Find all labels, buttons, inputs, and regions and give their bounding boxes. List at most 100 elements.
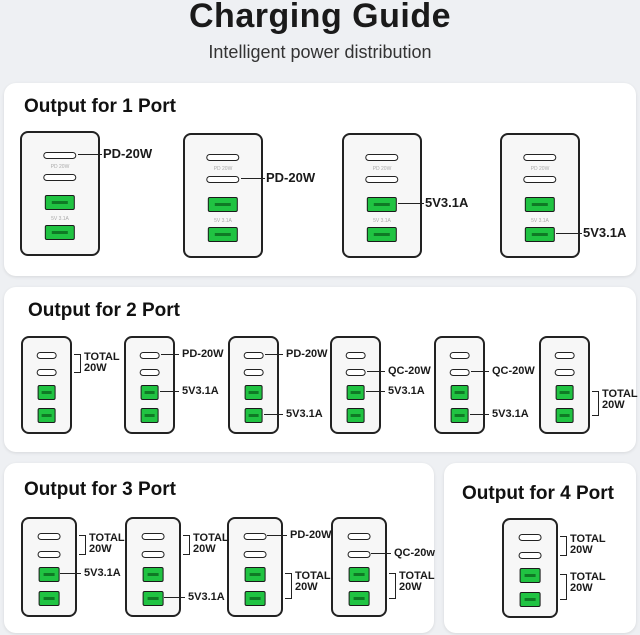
usb-c-port [345, 369, 366, 376]
panel-2-port: Output for 2 Port [4, 287, 636, 452]
charger-device: PD 20W 5V 3.1A [342, 133, 422, 258]
port-fine-print: PD 20W [213, 166, 233, 172]
usb-a-port [244, 385, 263, 400]
port-output-label: PD-20W [266, 170, 316, 185]
port-output-label: TOTAL 20W [602, 388, 638, 411]
total-bracket [560, 574, 567, 600]
port-output-label: PD-20W [290, 529, 332, 541]
usb-a-port [519, 592, 541, 607]
usb-a-port [555, 408, 574, 423]
panel-title-1-port: Output for 1 Port [24, 96, 176, 117]
charger-device [331, 517, 387, 617]
usb-a-port [207, 197, 239, 212]
leader-line [469, 414, 489, 415]
panel-title-2-port: Output for 2 Port [28, 300, 180, 321]
port-output-label: TOTAL 20W [193, 532, 229, 555]
leader-line [365, 391, 385, 392]
page-title: Charging Guide [189, 0, 451, 35]
usb-a-port [244, 408, 263, 423]
total-bracket [592, 391, 599, 416]
charger-device [124, 336, 175, 434]
usb-a-port [44, 225, 76, 240]
usb-a-port [555, 385, 574, 400]
port-output-label: 5V3.1A [286, 408, 323, 420]
usb-a-port [44, 195, 76, 210]
leader-line [470, 371, 489, 372]
leader-line [366, 371, 385, 372]
port-fine-print: 5V 3.1A [373, 218, 391, 224]
total-bracket [389, 573, 396, 599]
charger-device [21, 517, 77, 617]
usb-c-port [206, 176, 240, 183]
total-bracket [183, 535, 190, 555]
total-bracket [74, 354, 81, 373]
usb-c-port [449, 369, 470, 376]
usb-a-port [244, 591, 266, 606]
leader-line [77, 154, 102, 155]
usb-c-port [36, 352, 57, 359]
usb-a-port [348, 567, 370, 582]
usb-c-port [139, 352, 160, 359]
page-subtitle: Intelligent power distribution [208, 42, 432, 62]
usb-c-port [206, 154, 240, 161]
port-output-label: QC-20W [388, 365, 431, 377]
port-output-label: PD-20W [182, 348, 224, 360]
usb-c-port [243, 551, 267, 558]
port-output-label: 5V3.1A [182, 385, 219, 397]
port-output-label: TOTAL 20W [570, 533, 606, 556]
usb-a-port [366, 197, 398, 212]
usb-a-port [37, 385, 56, 400]
usb-a-port [244, 567, 266, 582]
port-output-label: PD-20W [103, 146, 153, 161]
port-fine-print: PD 20W [372, 166, 392, 172]
usb-c-port [141, 533, 165, 540]
usb-c-port [365, 154, 399, 161]
usb-a-port [524, 227, 556, 242]
leader-line [164, 597, 185, 598]
usb-a-port [450, 408, 469, 423]
charger-device [434, 336, 485, 434]
leader-line [398, 203, 424, 204]
usb-c-port [139, 369, 160, 376]
usb-c-port [243, 352, 264, 359]
usb-a-port [348, 591, 370, 606]
leader-line [159, 391, 179, 392]
usb-c-port [37, 533, 61, 540]
charger-device [502, 518, 558, 618]
usb-c-port [43, 174, 77, 181]
usb-c-port [347, 533, 371, 540]
usb-a-port [524, 197, 556, 212]
leader-line [263, 414, 283, 415]
port-output-label: 5V3.1A [492, 408, 529, 420]
usb-a-port [366, 227, 398, 242]
usb-a-port [519, 568, 541, 583]
usb-c-port [141, 551, 165, 558]
usb-a-port [450, 385, 469, 400]
usb-a-port [207, 227, 239, 242]
panel-title-4-port: Output for 4 Port [462, 483, 614, 504]
usb-c-port [347, 551, 371, 558]
panel-title-3-port: Output for 3 Port [24, 479, 176, 500]
leader-line [556, 233, 582, 234]
port-output-label: 5V3.1A [388, 385, 425, 397]
charger-device [228, 336, 279, 434]
leader-line [160, 354, 179, 355]
port-output-label: TOTAL 20W [295, 570, 331, 593]
usb-c-port [554, 369, 575, 376]
port-output-label: QC-20w [394, 547, 435, 559]
leader-line [240, 178, 265, 179]
usb-a-port [140, 408, 159, 423]
charger-device [21, 336, 72, 434]
charger-device [125, 517, 181, 617]
port-fine-print: 5V 3.1A [531, 218, 549, 224]
port-output-label: 5V3.1A [84, 567, 121, 579]
leader-line [264, 354, 283, 355]
total-bracket [560, 536, 567, 556]
port-output-label: TOTAL 20W [89, 532, 125, 555]
port-output-label: TOTAL 20W [570, 571, 606, 594]
total-bracket [285, 573, 292, 599]
usb-a-port [38, 591, 60, 606]
usb-c-port [243, 533, 267, 540]
